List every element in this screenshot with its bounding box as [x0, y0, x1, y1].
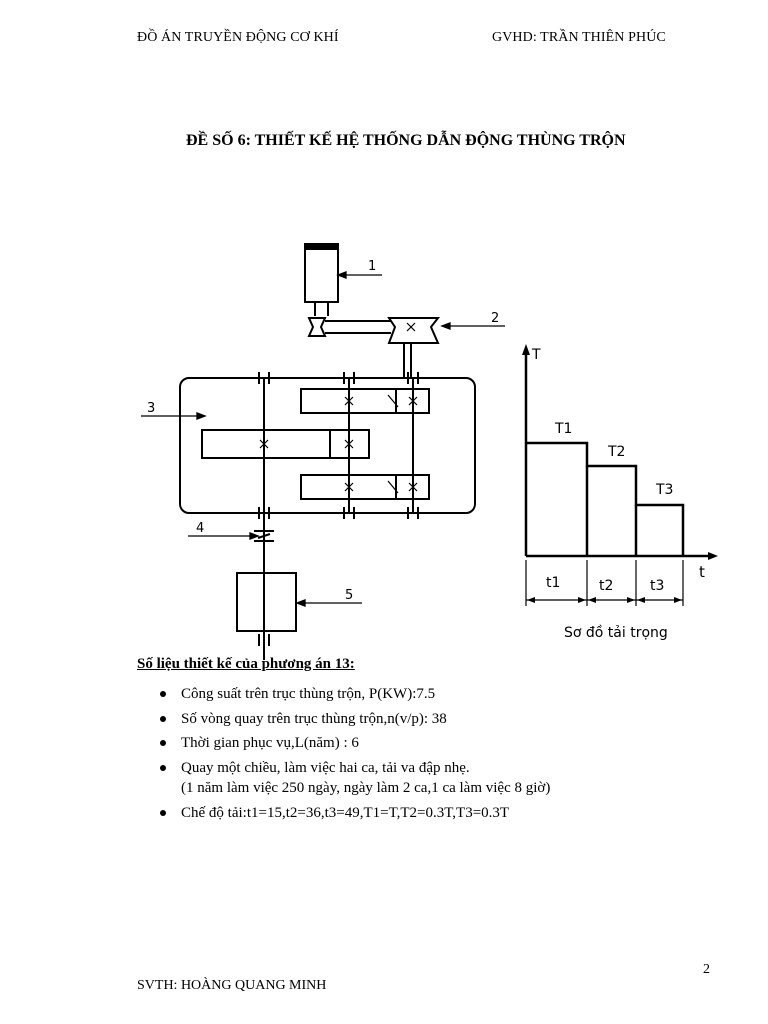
bullet-icon [160, 715, 166, 722]
footer-author: SVTH: HOÀNG QUANG MINH [137, 978, 327, 993]
label-2: 2 [491, 311, 499, 326]
header-right: GVHD: TRẦN THIÊN PHÚC [492, 30, 666, 45]
label-1: 1 [368, 259, 376, 274]
load-diagram-caption: Sơ đồ tải trọng [564, 624, 668, 641]
interval-t2: t2 [599, 578, 613, 594]
page-number: 2 [703, 962, 710, 977]
section-title: Số liệu thiết kế của phương án 13: [137, 656, 355, 672]
drive-system-diagram: 1 2 3 4 5 [141, 243, 505, 660]
page-title: ĐỀ SỐ 6: THIẾT KẾ HỆ THỐNG DẪN ĐỘNG THÙN… [186, 132, 626, 149]
header-left: ĐỒ ÁN TRUYỀN ĐỘNG CƠ KHÍ [137, 30, 339, 45]
small-pulley [307, 317, 327, 337]
spec-item: Thời gian phục vụ,L(năm) : 6 [137, 733, 550, 754]
spec-item: Công suất trên trục thùng trộn, P(KW):7.… [137, 684, 550, 705]
bullet-icon [160, 691, 166, 697]
large-pulley [387, 317, 441, 344]
level-T1: T1 [554, 421, 572, 437]
level-T3: T3 [655, 482, 673, 498]
label-3: 3 [147, 401, 155, 416]
mixer-drum [236, 572, 297, 632]
spec-item: Quay một chiều, làm việc hai ca, tải va … [137, 758, 550, 779]
spec-item: Chế độ tải:t1=15,t2=36,t3=49,T1=T,T2=0.3… [137, 803, 550, 824]
x-axis-label: t [699, 563, 705, 581]
label-5: 5 [345, 588, 353, 603]
interval-t3: t3 [650, 578, 664, 594]
bullet-icon [160, 764, 166, 771]
spec-list: Công suất trên trục thùng trộn, P(KW):7.… [137, 684, 550, 827]
spec-item: Số vòng quay trên trục thùng trộn,n(v/p)… [137, 709, 550, 730]
bullet-icon [160, 809, 166, 816]
y-axis-label: T [531, 347, 541, 363]
level-T2: T2 [607, 444, 625, 460]
interval-t1: t1 [546, 575, 560, 591]
spec-item-note: (1 năm làm việc 250 ngày, ngày làm 2 ca,… [181, 780, 551, 796]
load-diagram: T t T1 T2 T3 t1 t2 t3 Sơ đồ tải trọng [522, 344, 718, 641]
label-4: 4 [196, 521, 204, 536]
bullet-icon [160, 740, 166, 746]
